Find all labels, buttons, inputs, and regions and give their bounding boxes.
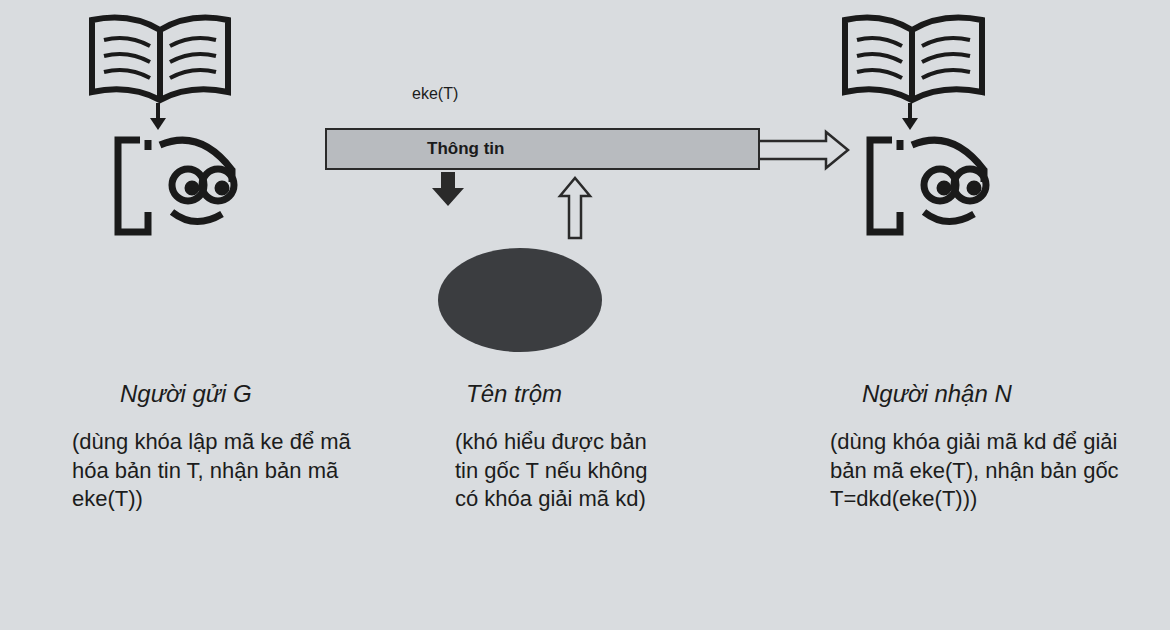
role-description: (dùng khóa lập mã ke để mã hóa bản tin T… (72, 428, 362, 514)
book-icon (92, 18, 228, 100)
role-description: (dùng khóa giải mã kd để giải bản mã eke… (830, 428, 1130, 514)
arrow-down (156, 103, 160, 120)
intercept-arrow (432, 172, 464, 206)
person-icon (870, 140, 986, 232)
cipher-label: eke(T) (412, 84, 458, 105)
band-label: Thông tin (427, 139, 504, 159)
role-name: Người nhận N (862, 378, 1012, 409)
book-icon (845, 18, 982, 100)
arrow-head (902, 118, 918, 130)
thief-oval (438, 248, 602, 352)
arrow-down (908, 103, 912, 120)
transmission-arrow (760, 132, 848, 168)
arrow-head (150, 118, 166, 130)
role-name: Người gửi G (120, 378, 252, 409)
message-band: Thông tin (325, 128, 760, 170)
inject-arrow (560, 178, 590, 238)
role-name: Tên trộm (466, 378, 562, 409)
person-icon (118, 140, 234, 232)
role-description: (khó hiểu được bản tin gốc T nếu không c… (455, 428, 655, 514)
